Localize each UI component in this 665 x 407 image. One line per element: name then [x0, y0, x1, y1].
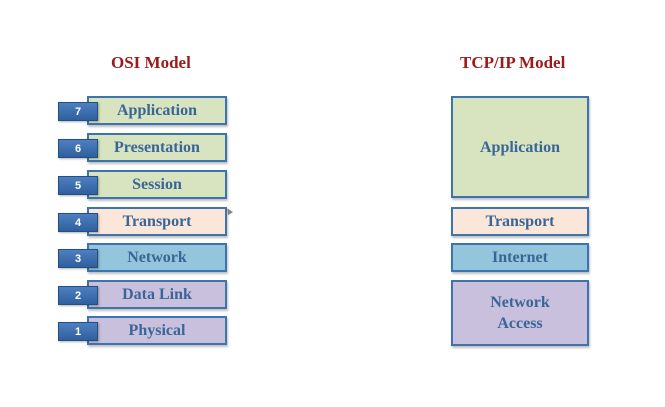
tcpip-layer-network-access: Network Access: [451, 280, 589, 346]
osi-layer-4: 4 Transport: [58, 207, 227, 236]
osi-layer-box: Presentation: [87, 133, 227, 162]
layer-number-badge: 7: [58, 102, 98, 121]
layer-number-badge: 1: [58, 322, 98, 341]
layer-number-badge: 3: [58, 249, 98, 268]
osi-layer-box: Session: [87, 170, 227, 199]
osi-layer-box: Data Link: [87, 280, 227, 309]
osi-layer-5: 5 Session: [58, 170, 227, 199]
tcpip-model-title: TCP/IP Model: [460, 53, 566, 72]
layer-number-badge: 4: [58, 213, 98, 232]
osi-layer-3: 3 Network: [58, 243, 227, 272]
osi-layer-box: Transport: [87, 207, 227, 236]
osi-layer-1: 1 Physical: [58, 316, 227, 345]
layer-number-badge: 2: [58, 286, 98, 305]
tcpip-layer-transport: Transport: [451, 207, 589, 236]
osi-layer-box: Physical: [87, 316, 227, 345]
osi-model-title: OSI Model: [111, 53, 191, 72]
layer-number-badge: 5: [58, 176, 98, 195]
osi-layer-7: 7 Application: [58, 96, 227, 125]
osi-layer-box: Network: [87, 243, 227, 272]
osi-layer-2: 2 Data Link: [58, 280, 227, 309]
tcpip-layer-internet: Internet: [451, 243, 589, 272]
osi-layer-box: Application: [87, 96, 227, 125]
osi-layer-6: 6 Presentation: [58, 133, 227, 162]
layer-number-badge: 6: [58, 139, 98, 158]
tcpip-layer-application: Application: [451, 96, 589, 198]
